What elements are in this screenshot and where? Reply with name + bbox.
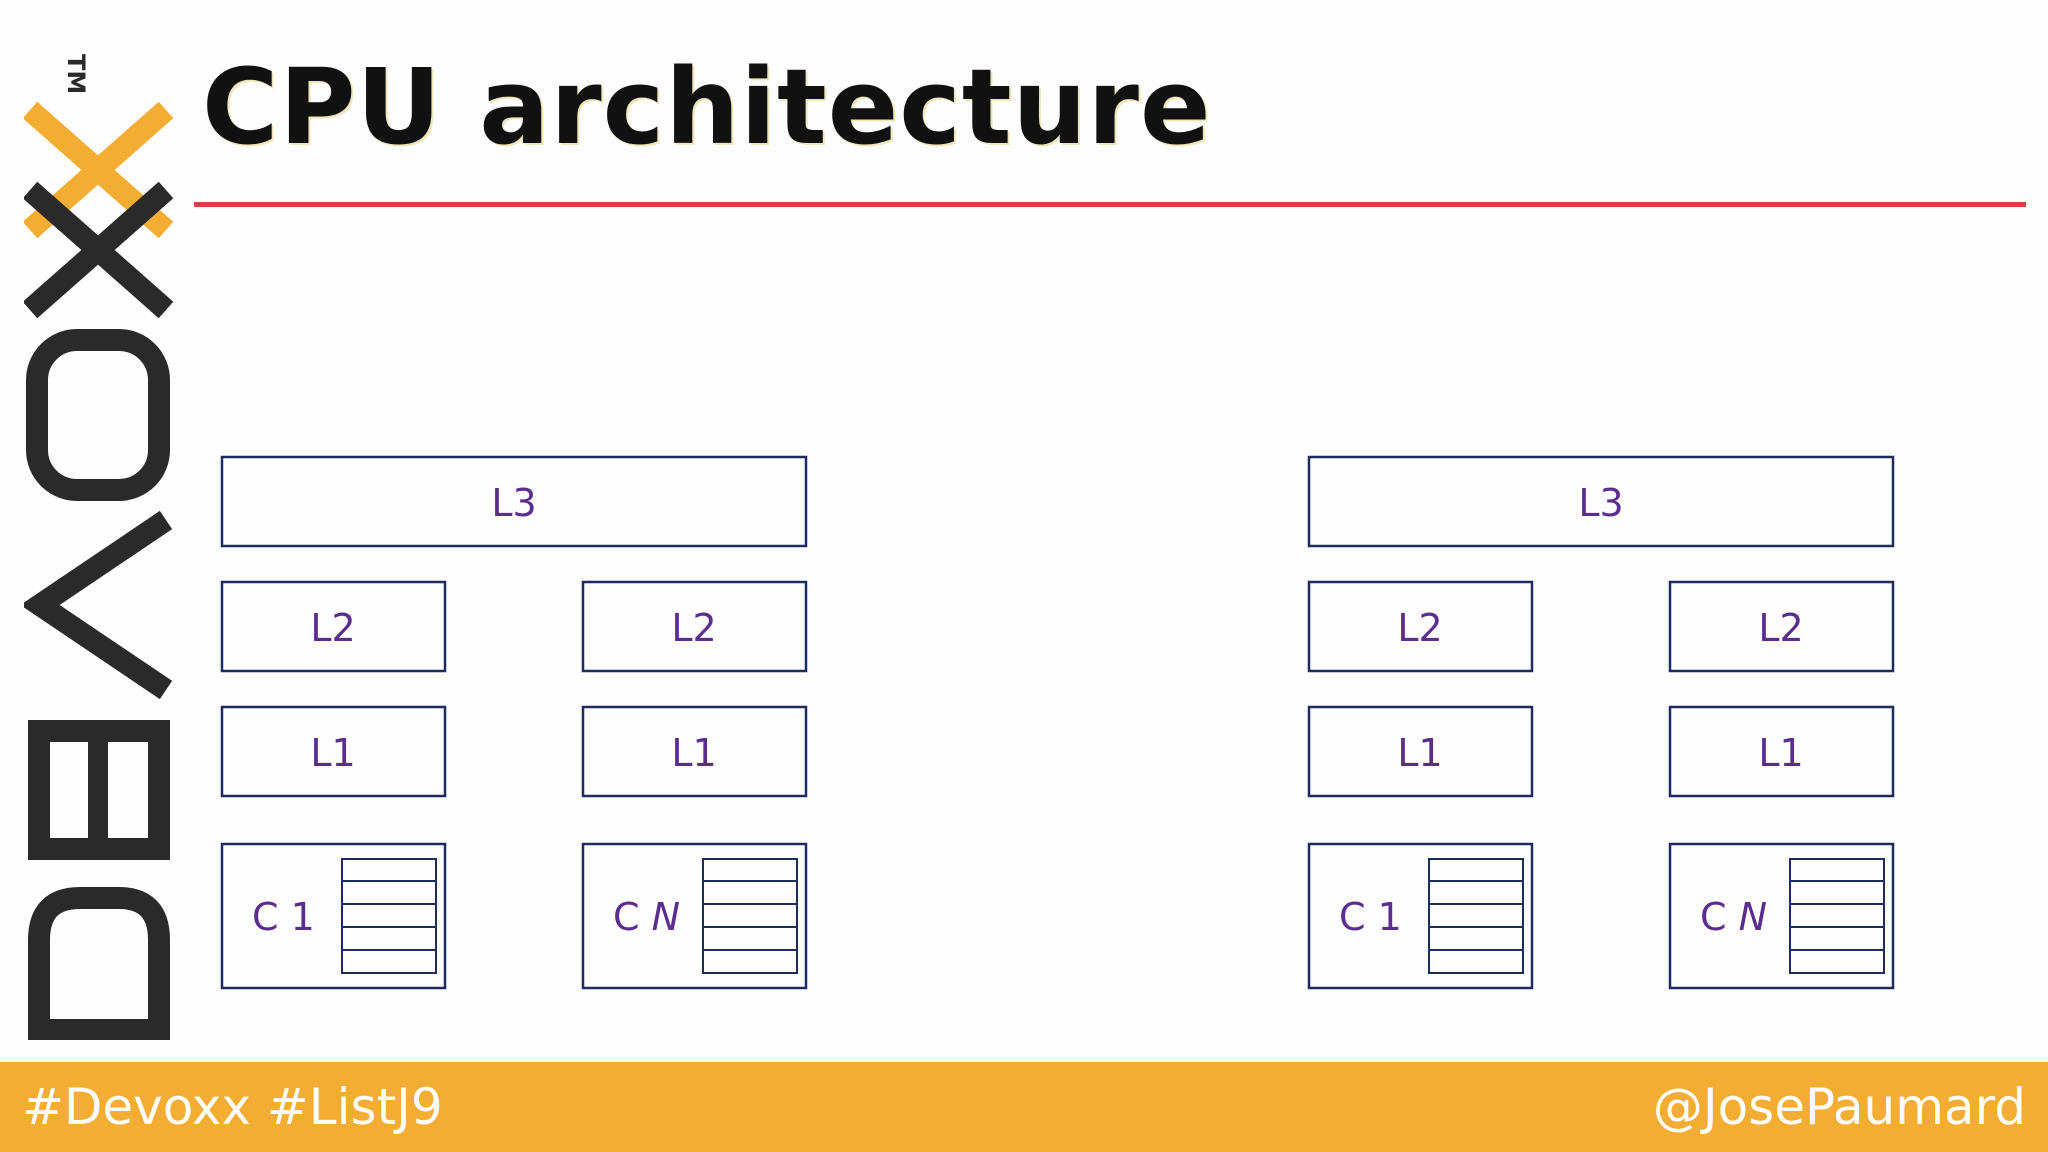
title-underline [194, 202, 2026, 207]
l3-cache-label: L3 [1578, 481, 1623, 525]
l1-cache-box [581, 705, 808, 798]
l2-cache-box [1668, 580, 1895, 673]
core-id: N [1739, 895, 1767, 939]
l1-cache-box [1668, 705, 1895, 798]
logo-x-dark [24, 181, 174, 319]
core-id: N [652, 895, 680, 939]
l1-cache-label: L1 [671, 731, 716, 775]
core-label: C N [1700, 895, 1767, 939]
l1-cache-label: L1 [310, 731, 355, 775]
l1-cache-box [1307, 705, 1534, 798]
core-prefix: C [252, 895, 279, 939]
l2-cache-box [1307, 580, 1534, 673]
core-label: C 1 [252, 895, 315, 939]
l2-cache-label: L2 [1397, 606, 1442, 650]
core-box [1668, 842, 1895, 990]
trademark-text: TM [62, 54, 90, 94]
core-group-c1: L2 L1 C 1 [220, 580, 447, 990]
logo-letter-d [28, 887, 170, 1040]
footer-bar: #Devoxx #ListJ9 @JosePaumard [0, 1062, 2048, 1152]
core-id: 1 [291, 895, 315, 939]
footer-twitter-handle: @JosePaumard [1652, 1078, 2026, 1136]
l3-cache-label: L3 [491, 481, 536, 525]
core-group-cn: L2 L1 C N [1668, 580, 1895, 990]
core-label: C 1 [1339, 895, 1402, 939]
core-group-c1: L2 L1 C 1 [1307, 580, 1534, 990]
trademark-mark: TM [62, 54, 90, 94]
footer-hashtags: #Devoxx #ListJ9 [22, 1078, 443, 1136]
l2-cache-label: L2 [671, 606, 716, 650]
core-prefix: C [1700, 895, 1727, 939]
register-stack [1428, 858, 1524, 974]
l2-cache-label: L2 [1758, 606, 1803, 650]
register-stack [341, 858, 437, 974]
l3-cache-box [220, 455, 808, 548]
l2-cache-box [220, 580, 447, 673]
core-box [581, 842, 808, 990]
l2-cache-box [581, 580, 808, 673]
l1-cache-box [220, 705, 447, 798]
l3-cache-box [1307, 455, 1895, 548]
core-prefix: C [613, 895, 640, 939]
devoxx-logo: TM [24, 54, 174, 1040]
logo-letter-e [28, 720, 170, 860]
core-box [220, 842, 447, 990]
l1-cache-label: L1 [1397, 731, 1442, 775]
logo-letter-v [24, 510, 173, 700]
core-id: 1 [1378, 895, 1402, 939]
page-title: CPU architecture [202, 46, 1212, 168]
cpu-socket-1: L3 L2 L1 C 1 L2 L1 [220, 455, 808, 990]
core-box [1307, 842, 1534, 990]
cpu-socket-2: L3 L2 L1 C 1 L2 L1 [1307, 455, 1895, 990]
core-group-cn: L2 L1 C N [581, 580, 808, 990]
l2-cache-label: L2 [310, 606, 355, 650]
register-stack [1789, 858, 1885, 974]
core-prefix: C [1339, 895, 1366, 939]
register-stack [702, 858, 798, 974]
logo-letter-o [26, 329, 170, 501]
core-label: C N [613, 895, 680, 939]
l1-cache-label: L1 [1758, 731, 1803, 775]
